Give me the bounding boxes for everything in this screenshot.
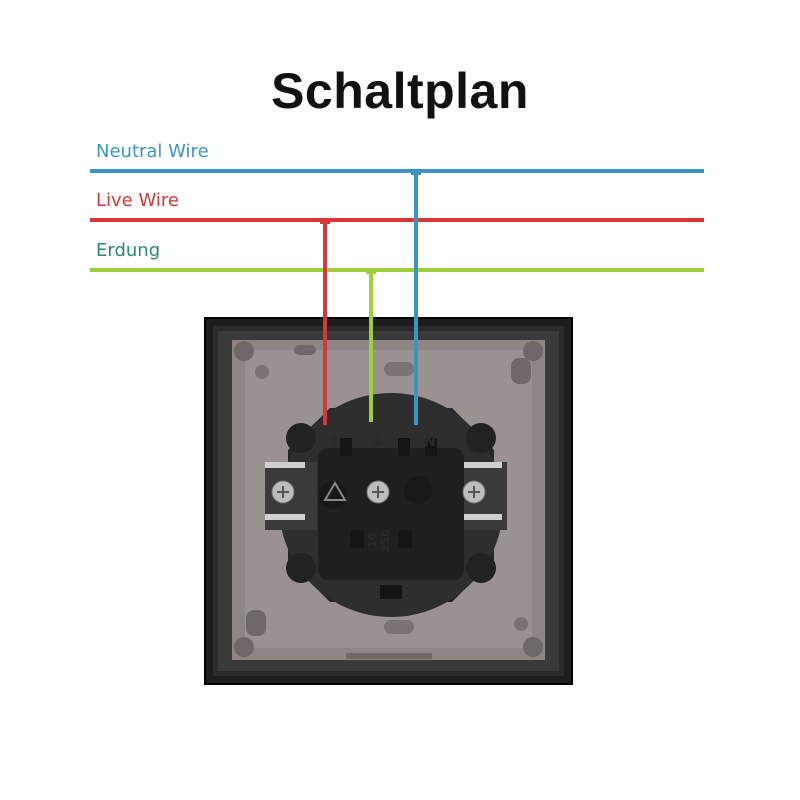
live-wire-label: Live Wire <box>96 190 179 211</box>
earth-terminal-mark: ⏚ <box>371 434 385 450</box>
rating-volts: 250 <box>379 529 392 552</box>
neutral-terminal-mark: N <box>424 434 436 450</box>
neutral-wire-label: Neutral Wire <box>96 141 209 162</box>
live-terminal-screw <box>271 480 295 504</box>
neutral-terminal-screw <box>462 480 486 504</box>
diagram-title: Schaltplan <box>271 63 529 119</box>
live-terminal-mark: L <box>331 434 340 450</box>
rating-amps: 16 <box>366 532 379 548</box>
earth-wire-label: Erdung <box>96 240 161 261</box>
earth-terminal-screw <box>366 480 390 504</box>
socket-body <box>265 393 507 617</box>
